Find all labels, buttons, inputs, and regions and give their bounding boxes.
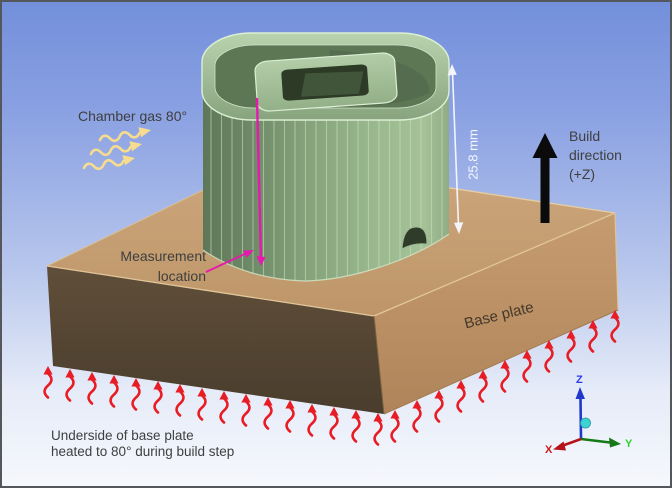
y-axis-label: Y bbox=[625, 438, 633, 450]
underside-line1: Underside of base plate bbox=[51, 428, 194, 443]
measurement-location-label: Measurement location bbox=[100, 246, 206, 286]
x-axis-arrow bbox=[553, 441, 566, 451]
part-base-notch bbox=[401, 226, 428, 250]
measurement-line bbox=[205, 97, 266, 273]
printed-part bbox=[201, 32, 450, 282]
y-axis-arrow bbox=[609, 437, 621, 448]
x-axis-label: X bbox=[545, 444, 553, 456]
measurement-line1: Measurement bbox=[120, 248, 206, 264]
underside-heating-label: Underside of base plate heated to 80° du… bbox=[51, 428, 234, 459]
gas-flow-arrow bbox=[81, 151, 138, 174]
measurement-line2: location bbox=[157, 268, 206, 284]
build-direction-arrow bbox=[532, 133, 558, 223]
build-direction-line3: (+Z) bbox=[569, 166, 596, 182]
gas-flow-arrows bbox=[81, 123, 154, 174]
chamber-gas-label: Chamber gas 80° bbox=[78, 108, 188, 124]
z-axis-arrow bbox=[575, 387, 585, 399]
build-direction-line2: direction bbox=[569, 147, 622, 163]
dimension-arrow bbox=[447, 64, 464, 234]
build-direction-label: Build direction (+Z) bbox=[569, 127, 622, 184]
part-center-boss bbox=[254, 52, 398, 112]
z-axis-label: Z bbox=[576, 374, 583, 386]
gas-flow-arrow bbox=[97, 123, 154, 146]
coordinate-triad: Z Y X bbox=[545, 374, 633, 456]
dimension-label: 25.8 mm bbox=[465, 129, 481, 180]
gas-flow-arrow bbox=[88, 137, 145, 160]
triad-origin-ball bbox=[580, 417, 591, 429]
underside-line2: heated to 80° during build step bbox=[51, 443, 235, 459]
build-direction-line1: Build bbox=[569, 128, 601, 144]
